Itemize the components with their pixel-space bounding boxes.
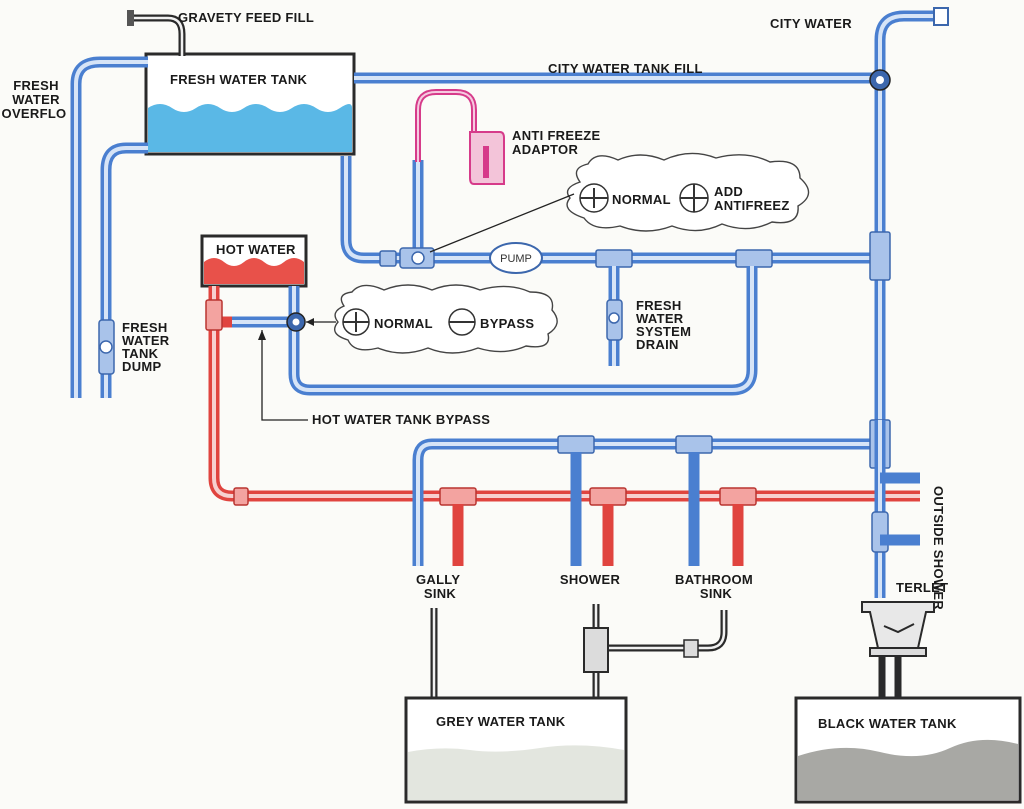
valve1-add-label: ADD ANTIFREEZ [714,184,790,213]
dump-line-1: FRESH [122,320,168,335]
valve2-normal-label: NORMAL [374,316,433,331]
toilet-label: TERLET [896,580,948,595]
city-water-tank-fill-pipe: CITY WATER TANK FILL [354,61,891,91]
dump-line-3: TANK [122,346,159,361]
system-drain-valve-icon[interactable] [608,312,620,324]
drain-line-4: DRAIN [636,337,679,352]
drain-line-3: SYSTEM [636,324,691,339]
valve2-bypass-label: BYPASS [480,316,534,331]
bathroom-sink-label: BATHROOM SINK [675,572,757,601]
galley-line-2: SINK [424,586,457,601]
fresh-tank-dump-pipe: FRESH WATER TANK DUMP [98,142,173,398]
fresh-system-drain: FRESH WATER SYSTEM DRAIN [606,266,695,366]
antifreeze-line-2: ADAPTOR [512,142,578,157]
hot-bypass-label: HOT WATER TANK BYPASS [312,412,490,427]
fresh-water-overflow-pipe: FRESH WATER OVERFLO [2,56,148,398]
dump-line-2: WATER [122,333,170,348]
antifreeze-valve-callout: NORMAL ADD ANTIFREEZ [429,152,810,253]
main-cold-line [340,156,891,281]
shower-label: SHOWER [560,572,621,587]
overflow-line-3: OVERFLO [2,106,67,121]
antifreeze-label: ANTI FREEZE ADAPTOR [512,128,604,157]
fresh-dump-label: FRESH WATER TANK DUMP [122,320,173,374]
black-water-tank-label: BLACK WATER TANK [818,716,957,731]
add-line-1: ADD [714,184,743,199]
dump-valve-icon[interactable] [99,340,113,354]
pump-label: PUMP [500,253,532,265]
fresh-overflow-label: FRESH WATER OVERFLO [2,78,67,121]
galley-line-1: GALLY [416,572,460,587]
black-water-tank: BLACK WATER TANK [794,696,1022,804]
water-pump[interactable]: PUMP [489,242,543,274]
hot-bypass-annotation: HOT WATER TANK BYPASS [258,330,490,427]
black-waste-line [878,656,902,700]
gravity-feed-fill-pipe: GRAVETY FEED FILL [127,10,314,56]
cold-distribution-line [412,419,920,598]
bypass-valve-callout: NORMAL BYPASS [306,284,558,354]
grey-waste-lines [430,604,728,700]
drain-line-2: WATER [636,311,684,326]
city-water-connector-icon[interactable] [933,7,949,26]
antifreeze-adaptor: ANTI FREEZE ADAPTOR [399,89,604,269]
city-water-label: CITY WATER [770,16,852,31]
drain-line-1: FRESH [636,298,682,313]
hot-water-line [205,286,920,566]
overflow-line-1: FRESH [13,78,59,93]
fresh-water-tank: FRESH WATER TANK [144,52,356,156]
city-water-tank-fill-label: CITY WATER TANK FILL [548,61,703,76]
hot-water-tank: HOT WATER [200,234,308,288]
overflow-line-2: WATER [12,92,60,107]
valve1-normal-label: NORMAL [612,192,671,207]
grey-water-tank-label: GREY WATER TANK [436,714,566,729]
system-drain-label: FRESH WATER SYSTEM DRAIN [636,298,695,352]
hot-water-tank-label: HOT WATER [216,242,296,257]
grey-water-tank: GREY WATER TANK [404,696,628,804]
dump-line-4: DUMP [122,359,162,374]
antifreeze-line-1: ANTI FREEZE [512,128,601,143]
bath-line-2: SINK [700,586,733,601]
antifreeze-valve-icon[interactable] [411,251,425,265]
bath-line-1: BATHROOM [675,572,753,587]
galley-sink-label: GALLY SINK [416,572,464,601]
city-water-inlet: CITY WATER [770,7,949,420]
gravity-feed-fill-label: GRAVETY FEED FILL [178,10,314,25]
add-line-2: ANTIFREEZ [714,198,790,213]
outside-shower-label: OUTSIDE SHOWER [931,486,946,610]
hot-tank-cold-feed [232,266,758,396]
fresh-water-tank-label: FRESH WATER TANK [170,72,308,87]
